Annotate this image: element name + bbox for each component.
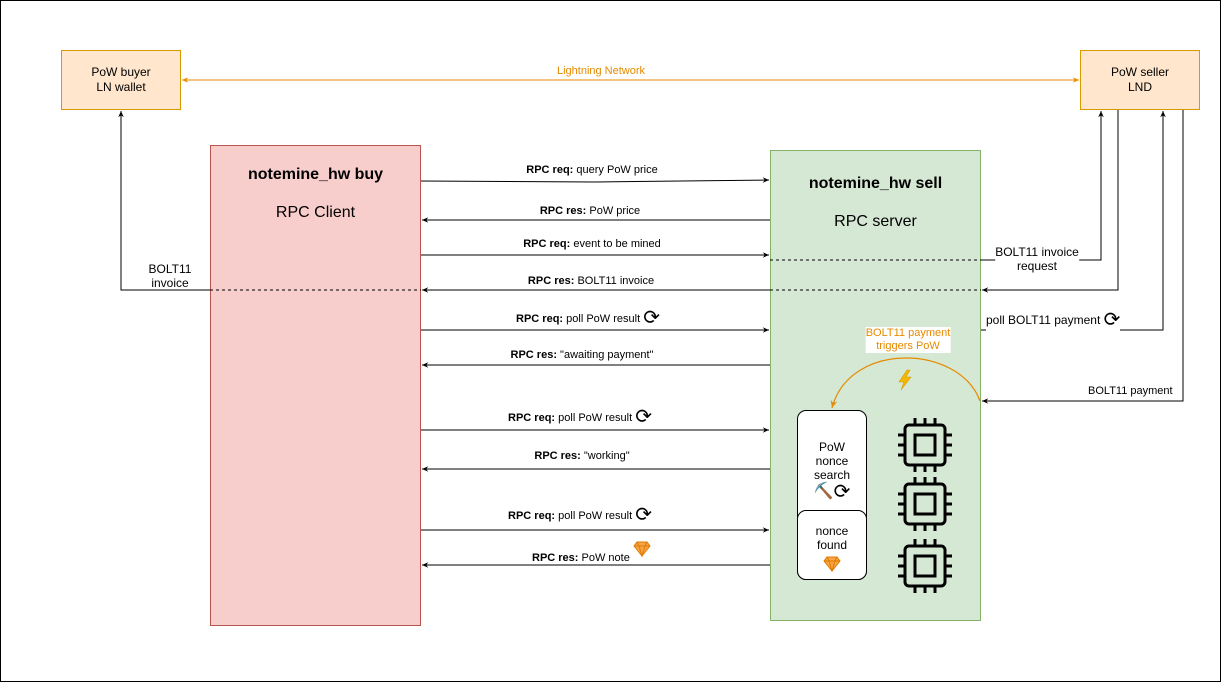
edge-invoice-from-seller	[982, 110, 1119, 293]
cpu-chip-icon	[898, 477, 952, 531]
pow-seller-title: PoW seller	[1110, 65, 1169, 79]
label-query-price: RPC req: query PoW price	[526, 164, 658, 176]
cycle-icon: ⟳	[643, 307, 660, 329]
nonce-found-line2: found	[816, 538, 848, 552]
pickaxe-icon: ⛏️	[813, 483, 834, 500]
cycle-icon: ⟳	[635, 504, 652, 526]
sell-panel-subtitle: RPC server	[834, 213, 917, 230]
lightning-network-label: Lightning Network	[556, 65, 646, 78]
buy-panel-title: notemine_hw buy	[247, 166, 384, 183]
cpu-chip-icon	[898, 418, 952, 472]
label-bolt11-payment: BOLT11 payment	[1088, 385, 1173, 397]
label-pow-price: RPC res: PoW price	[539, 205, 641, 217]
edge-query-price	[420, 177, 770, 183]
edge-bolt11-payment	[982, 110, 1184, 404]
label-bolt11-invoice-res: RPC res: BOLT11 invoice	[527, 275, 655, 287]
nonce-found-box: nonce found	[797, 510, 867, 580]
label-trigger-pow: BOLT11 payment triggers PoW	[865, 327, 951, 353]
pow-buyer-node: PoW buyer LN wallet	[61, 50, 181, 110]
edge-poll-bolt11-payment	[981, 111, 1166, 331]
cycle-icon: ⟳	[635, 406, 652, 428]
label-pow-note: RPC res: PoW note	[532, 552, 630, 564]
nonce-search-line3: search	[813, 468, 851, 482]
gem-icon	[823, 556, 841, 573]
label-poll-bolt11-payment: poll BOLT11 payment ⟳	[986, 309, 1121, 331]
edge-trigger-pow	[830, 357, 981, 409]
cycle-icon: ⟳	[833, 481, 851, 503]
pow-seller-subtitle: LND	[1127, 80, 1152, 94]
pow-buyer-title: PoW buyer	[91, 65, 151, 79]
edge-invoice-request	[981, 111, 1104, 261]
sell-panel-title: notemine_hw sell	[808, 175, 943, 192]
cpu-chip-icon	[898, 539, 952, 593]
nonce-found-line1: nonce	[815, 524, 849, 538]
edge-bolt11-to-buyer	[118, 111, 210, 291]
label-event-to-be-mined: RPC req: event to be mined	[523, 238, 661, 250]
gem-icon	[633, 541, 651, 558]
label-bolt11-invoice-request: BOLT11 invoice request	[995, 245, 1079, 273]
buy-panel: notemine_hw buy RPC Client	[210, 145, 421, 626]
label-bolt11-invoice-buyer: BOLT11 invoice	[148, 262, 192, 290]
buy-panel-subtitle: RPC Client	[275, 204, 356, 221]
label-poll-3: RPC req: poll PoW result ⟳	[508, 504, 652, 526]
nonce-search-line1: PoW	[818, 440, 845, 454]
label-working: RPC res: "working"	[534, 450, 630, 462]
nonce-search-line2: nonce	[815, 454, 849, 468]
label-poll-2: RPC req: poll PoW result ⟳	[508, 406, 652, 428]
cycle-icon: ⟳	[1103, 309, 1121, 331]
pow-buyer-subtitle: LN wallet	[96, 80, 146, 94]
lightning-bolt-icon	[898, 369, 912, 391]
label-poll-1: RPC req: poll PoW result ⟳	[516, 307, 660, 329]
pow-seller-node: PoW seller LND	[1080, 50, 1200, 110]
label-awaiting-payment: RPC res: "awaiting payment"	[510, 349, 654, 361]
